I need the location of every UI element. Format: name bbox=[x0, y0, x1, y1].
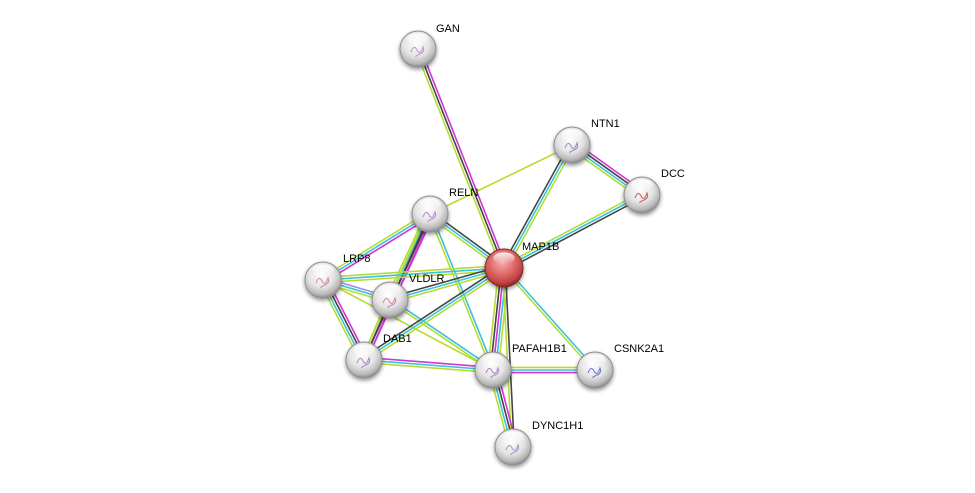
edge-lrp8-pafah1b1[interactable] bbox=[322, 279, 494, 371]
node-label-dync1h1: DYNC1H1 bbox=[532, 420, 583, 432]
evidence-line-textmining bbox=[501, 268, 513, 448]
evidence-line-coexpression bbox=[362, 265, 504, 359]
node-ntn1[interactable]: NTN1 bbox=[553, 118, 620, 164]
evidence-line-experiments bbox=[364, 356, 494, 369]
sphere-highlight bbox=[419, 198, 441, 210]
evidence-line-databases bbox=[389, 267, 505, 301]
sphere-highlight bbox=[407, 33, 429, 45]
evidence-line-experiments bbox=[323, 215, 432, 283]
node-dcc[interactable]: DCC bbox=[623, 168, 685, 214]
sphere-highlight bbox=[493, 252, 515, 264]
node-pafah1b1[interactable]: PAFAH1B1 bbox=[474, 343, 567, 389]
protein-structure-icon bbox=[587, 366, 602, 379]
node-label-pafah1b1: PAFAH1B1 bbox=[512, 343, 567, 355]
evidence-line-textmining bbox=[414, 49, 503, 270]
evidence-line-experiments bbox=[419, 47, 508, 268]
edge-dab1-map1b[interactable] bbox=[362, 265, 506, 363]
evidence-line-textmining bbox=[321, 211, 430, 279]
edge-lrp8-map1b[interactable] bbox=[322, 264, 505, 284]
edge-gan-map1b[interactable] bbox=[414, 47, 508, 270]
protein-structure-icon bbox=[315, 276, 330, 289]
edge-dab1-pafah1b1[interactable] bbox=[363, 356, 494, 374]
evidence-line-textmining bbox=[323, 269, 505, 284]
node-label-map1b: MAP1B bbox=[522, 241, 559, 253]
node-dync1h1[interactable]: DYNC1H1 bbox=[494, 420, 583, 466]
edge-map1b-dync1h1[interactable] bbox=[501, 267, 516, 448]
evidence-line-textmining bbox=[322, 264, 504, 279]
edge-vldlr-map1b[interactable] bbox=[389, 264, 505, 304]
node-label-vldlr: VLDLR bbox=[409, 273, 445, 285]
evidence-line-databases bbox=[363, 267, 505, 361]
evidence-line-databases bbox=[363, 359, 494, 371]
evidence-line-databases bbox=[504, 266, 597, 370]
evidence-line-databases bbox=[390, 298, 495, 370]
sphere-highlight bbox=[482, 354, 504, 366]
evidence-line-databases bbox=[503, 194, 643, 269]
evidence-line-coexpression bbox=[417, 48, 505, 269]
evidence-line-textmining bbox=[363, 361, 493, 374]
edge-vldlr-pafah1b1[interactable] bbox=[388, 298, 495, 372]
sphere-highlight bbox=[502, 431, 524, 443]
evidence-line-coexpression bbox=[389, 264, 504, 299]
protein-structure-icon bbox=[634, 191, 649, 204]
protein-structure-icon bbox=[485, 366, 500, 379]
node-map1b[interactable]: MAP1B bbox=[484, 241, 559, 288]
node-vldlr[interactable]: VLDLR bbox=[371, 273, 445, 319]
evidence-line-textmining bbox=[364, 269, 506, 363]
evidence-line-coexpression bbox=[504, 196, 644, 272]
evidence-line-textmining bbox=[502, 191, 642, 267]
node-lrp8[interactable]: LRP8 bbox=[304, 253, 371, 299]
evidence-line-databases bbox=[503, 144, 573, 269]
node-dab1[interactable]: DAB1 bbox=[345, 333, 412, 379]
edge-dcc-map1b[interactable] bbox=[502, 191, 644, 272]
evidence-line-coexpression bbox=[504, 267, 516, 447]
node-label-csnk2a1: CSNK2A1 bbox=[614, 343, 664, 355]
protein-structure-icon bbox=[382, 296, 397, 309]
evidence-line-textmining bbox=[505, 145, 575, 270]
node-label-reln: RELN bbox=[449, 187, 478, 199]
protein-structure-icon bbox=[422, 210, 437, 223]
node-label-dcc: DCC bbox=[661, 168, 685, 180]
evidence-line-textmining bbox=[502, 268, 595, 372]
evidence-line-textmining bbox=[322, 279, 494, 371]
node-gan[interactable]: GAN bbox=[399, 23, 460, 68]
edge-ntn1-reln[interactable] bbox=[429, 144, 573, 215]
evidence-line-textmining bbox=[429, 144, 573, 215]
protein-structure-icon bbox=[356, 356, 371, 369]
sphere-highlight bbox=[584, 354, 606, 366]
node-csnk2a1[interactable]: CSNK2A1 bbox=[576, 343, 664, 389]
node-label-lrp8: LRP8 bbox=[343, 253, 371, 265]
protein-structure-icon bbox=[564, 141, 579, 154]
edge-ntn1-map1b[interactable] bbox=[501, 143, 575, 270]
evidence-line-textmining bbox=[428, 214, 493, 371]
sphere-highlight bbox=[561, 129, 583, 141]
sphere-highlight bbox=[379, 284, 401, 296]
evidence-line-databases bbox=[322, 267, 505, 281]
evidence-line-coexpression bbox=[501, 143, 571, 268]
sphere-highlight bbox=[312, 264, 334, 276]
evidence-line-databases bbox=[322, 213, 431, 281]
edge-map1b-csnk2a1[interactable] bbox=[502, 266, 597, 372]
evidence-line-textmining bbox=[390, 269, 505, 304]
node-label-dab1: DAB1 bbox=[383, 333, 412, 345]
node-reln[interactable]: RELN bbox=[411, 187, 478, 233]
edge-reln-lrp8[interactable] bbox=[321, 211, 432, 283]
protein-structure-icon bbox=[505, 443, 520, 456]
sphere-highlight bbox=[631, 179, 653, 191]
protein-structure-icon bbox=[410, 45, 425, 58]
node-label-ntn1: NTN1 bbox=[591, 118, 620, 130]
sphere-highlight bbox=[353, 344, 375, 356]
node-label-gan: GAN bbox=[436, 23, 460, 35]
evidence-line-textmining bbox=[388, 300, 493, 372]
